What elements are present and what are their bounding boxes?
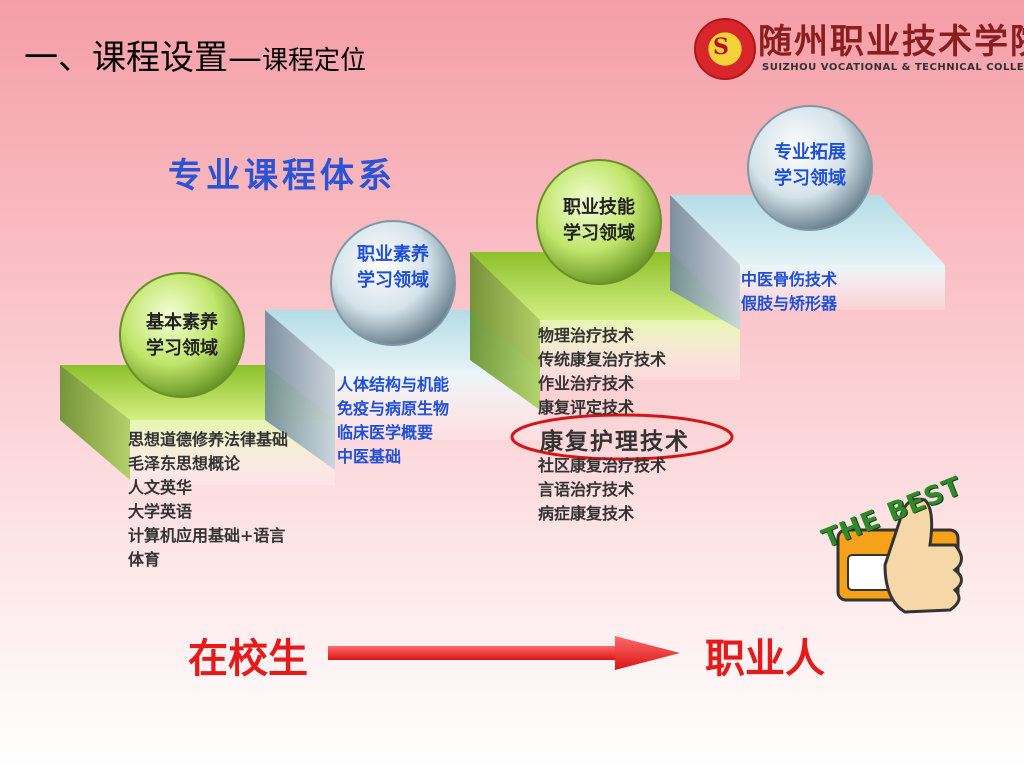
list-item: 传统康复治疗技术 [538, 350, 667, 369]
page-title: 一、课程设置—课程定位 [24, 30, 366, 79]
list-item: 中医骨伤技术 [741, 270, 838, 289]
list-item: 物理治疗技术 [538, 326, 635, 345]
course-list-skill: 物理治疗技术 传统康复治疗技术 作业治疗技术 康复评定技术 [538, 324, 666, 420]
ball-extension-label: 专业拓展 学习领域 [760, 140, 860, 192]
ball-basic-label: 基本素养 学习领域 [132, 310, 232, 362]
step3-side [470, 252, 540, 410]
ball-extension [747, 105, 873, 231]
ball-basic-line1: 基本素养 [146, 312, 218, 333]
highlight-ellipse [510, 413, 734, 461]
course-list-basic: 思想道德修养法律基础 毛泽东思想概论 人文英华 大学英语 计算机应用基础+语言 … [128, 428, 288, 572]
ball-skill-line1: 职业技能 [563, 197, 635, 218]
list-item: 毛泽东思想概论 [128, 454, 241, 473]
ball-professional-label: 职业素养 学习领域 [343, 242, 443, 294]
step2-side [265, 310, 335, 470]
ball-professional [330, 220, 456, 346]
step4-side [670, 195, 740, 330]
list-item: 思想道德修养法律基础 [128, 430, 289, 449]
course-list-professional: 人体结构与机能 免疫与病原生物 临床医学概要 中医基础 [337, 373, 449, 469]
ball-basic [119, 272, 245, 398]
diagram-title: 专业课程体系 [168, 156, 396, 196]
ball-professional-line1: 职业素养 [357, 244, 429, 265]
list-item: 言语治疗技术 [538, 480, 635, 499]
list-item: 免疫与病原生物 [337, 399, 450, 418]
list-item: 大学英语 [128, 502, 193, 521]
progress-arrow-shaft [328, 646, 618, 660]
ball-extension-line1: 专业拓展 [774, 142, 846, 163]
list-item: 假肢与矫形器 [741, 294, 838, 313]
ball-skill-line2: 学习领域 [563, 223, 635, 244]
ball-skill-label: 职业技能 学习领域 [549, 195, 649, 247]
ball-professional-line2: 学习领域 [357, 270, 429, 291]
list-item: 人文英华 [128, 478, 193, 497]
list-item: 康复评定技术 [538, 398, 635, 417]
logo-chinese-name: 随州职业技术学院 [758, 22, 1024, 62]
ball-basic-line2: 学习领域 [146, 338, 218, 359]
thumbs-up-icon [836, 497, 963, 614]
list-item: 中医基础 [337, 447, 402, 466]
list-item: 体育 [128, 550, 161, 569]
ball-skill [536, 159, 662, 285]
label-professional: 职业人 [705, 636, 825, 682]
title-main-text: 一、课程设置— [24, 38, 262, 78]
step4-front [740, 265, 945, 310]
course-list-skill-continued: 社区康复治疗技术 言语治疗技术 病症康复技术 [538, 454, 666, 526]
highlighted-course: 康复护理技术 [540, 428, 690, 455]
list-item: 病症康复技术 [538, 504, 635, 523]
progress-arrow-head [615, 636, 680, 670]
step1-side [60, 365, 130, 480]
list-item: 临床医学概要 [337, 423, 434, 442]
college-logo: S 随州职业技术学院 SUIZHOU VOCATIONAL & TECHNICA… [694, 14, 1024, 84]
list-item: 计算机应用基础+语言 [128, 526, 286, 545]
title-sub-text: 课程定位 [262, 46, 367, 76]
list-item: 社区康复治疗技术 [538, 456, 667, 475]
college-seal-icon: S [694, 18, 756, 80]
step3-front [540, 320, 740, 380]
list-item: 作业治疗技术 [538, 374, 635, 393]
ball-extension-line2: 学习领域 [774, 168, 846, 189]
course-list-extension: 中医骨伤技术 假肢与矫形器 [741, 268, 837, 316]
list-item: 人体结构与机能 [337, 375, 450, 394]
label-student: 在校生 [188, 636, 308, 682]
logo-english-name: SUIZHOU VOCATIONAL & TECHNICAL COLLEGE [762, 62, 1024, 73]
